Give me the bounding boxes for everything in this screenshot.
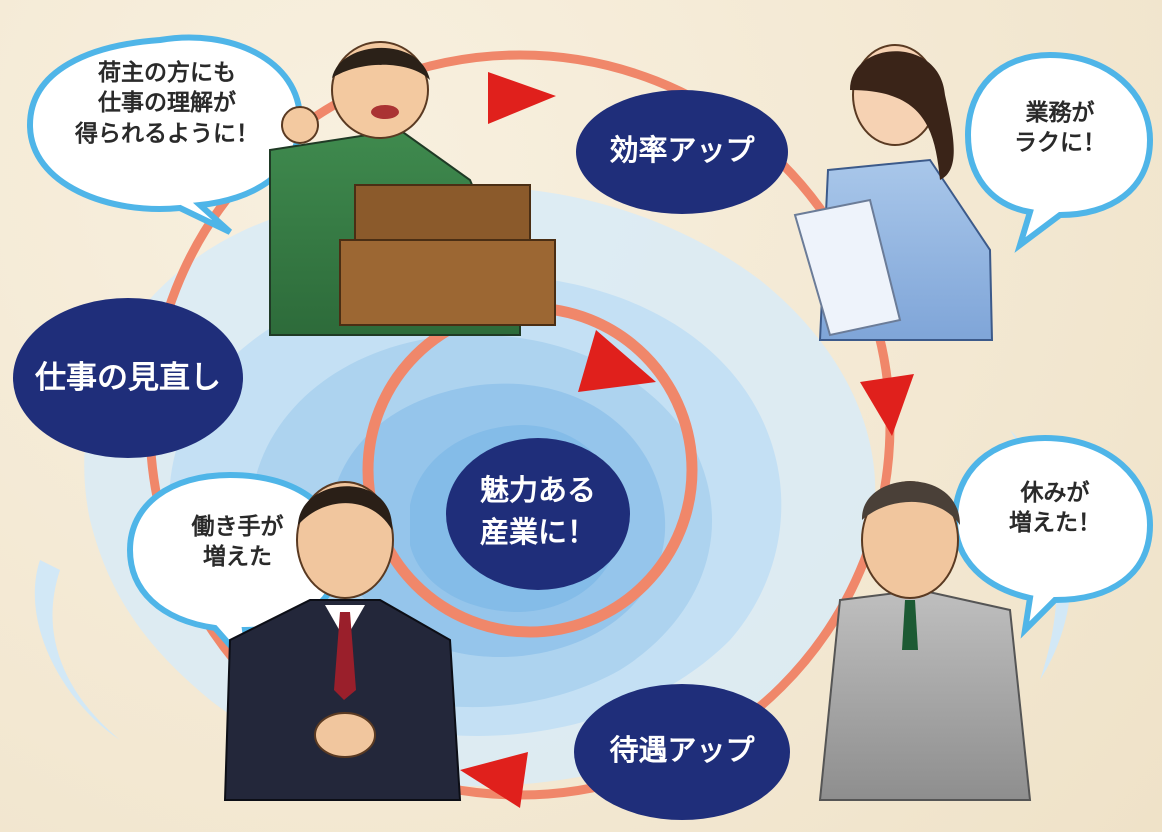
node-efficiency-label: 効率アップ <box>609 133 755 167</box>
bubble-female-text: 業務が ラクに！ <box>985 98 1135 159</box>
bubble-suit-line1: 働き手が <box>191 514 284 540</box>
person-worker-gray <box>818 481 1032 801</box>
arrow-head-top <box>488 72 556 124</box>
node-center-label-line1: 魅力ある <box>479 473 596 507</box>
speech-bubble-gray <box>951 434 1154 639</box>
bubble-shipper-text: 荷主の方にも 仕事の理解が 得られるように！ <box>52 58 282 149</box>
node-review-circle <box>13 298 243 458</box>
bubble-gray-line1: 休みが <box>1020 480 1090 506</box>
bubble-shipper-line3: 得られるように！ <box>75 120 259 147</box>
person-worker-female <box>793 44 994 341</box>
node-treatment-label: 待遇アップ <box>609 733 755 767</box>
person-shipper <box>269 41 556 336</box>
arrow-head-right <box>860 374 914 436</box>
bubble-shipper-line1: 荷主の方にも <box>98 60 236 86</box>
bubble-female-line2: ラクに！ <box>1014 130 1106 157</box>
bubble-suit-line2: 増えた <box>203 544 272 571</box>
node-review-label: 仕事の見直し <box>35 360 221 396</box>
bubble-gray-text: 休みが 増えた！ <box>975 478 1135 539</box>
bubble-suit-text: 働き手が 増えた <box>150 512 325 573</box>
speech-bubble-shipper <box>26 34 304 235</box>
person-worker-suit <box>223 481 462 801</box>
speech-bubble-female <box>964 51 1154 253</box>
node-treatment-circle <box>574 684 790 820</box>
bubble-shipper-line2: 仕事の理解が <box>98 90 236 117</box>
node-center-circle <box>446 438 630 590</box>
bubble-gray-line2: 増えた！ <box>1009 510 1101 537</box>
arrow-head-bottom <box>460 752 528 808</box>
node-center-label-line2: 産業に！ <box>479 515 596 549</box>
node-efficiency-circle <box>576 90 788 214</box>
arrow-head-inner <box>578 330 656 392</box>
bubble-female-line1: 業務が <box>1025 100 1095 126</box>
